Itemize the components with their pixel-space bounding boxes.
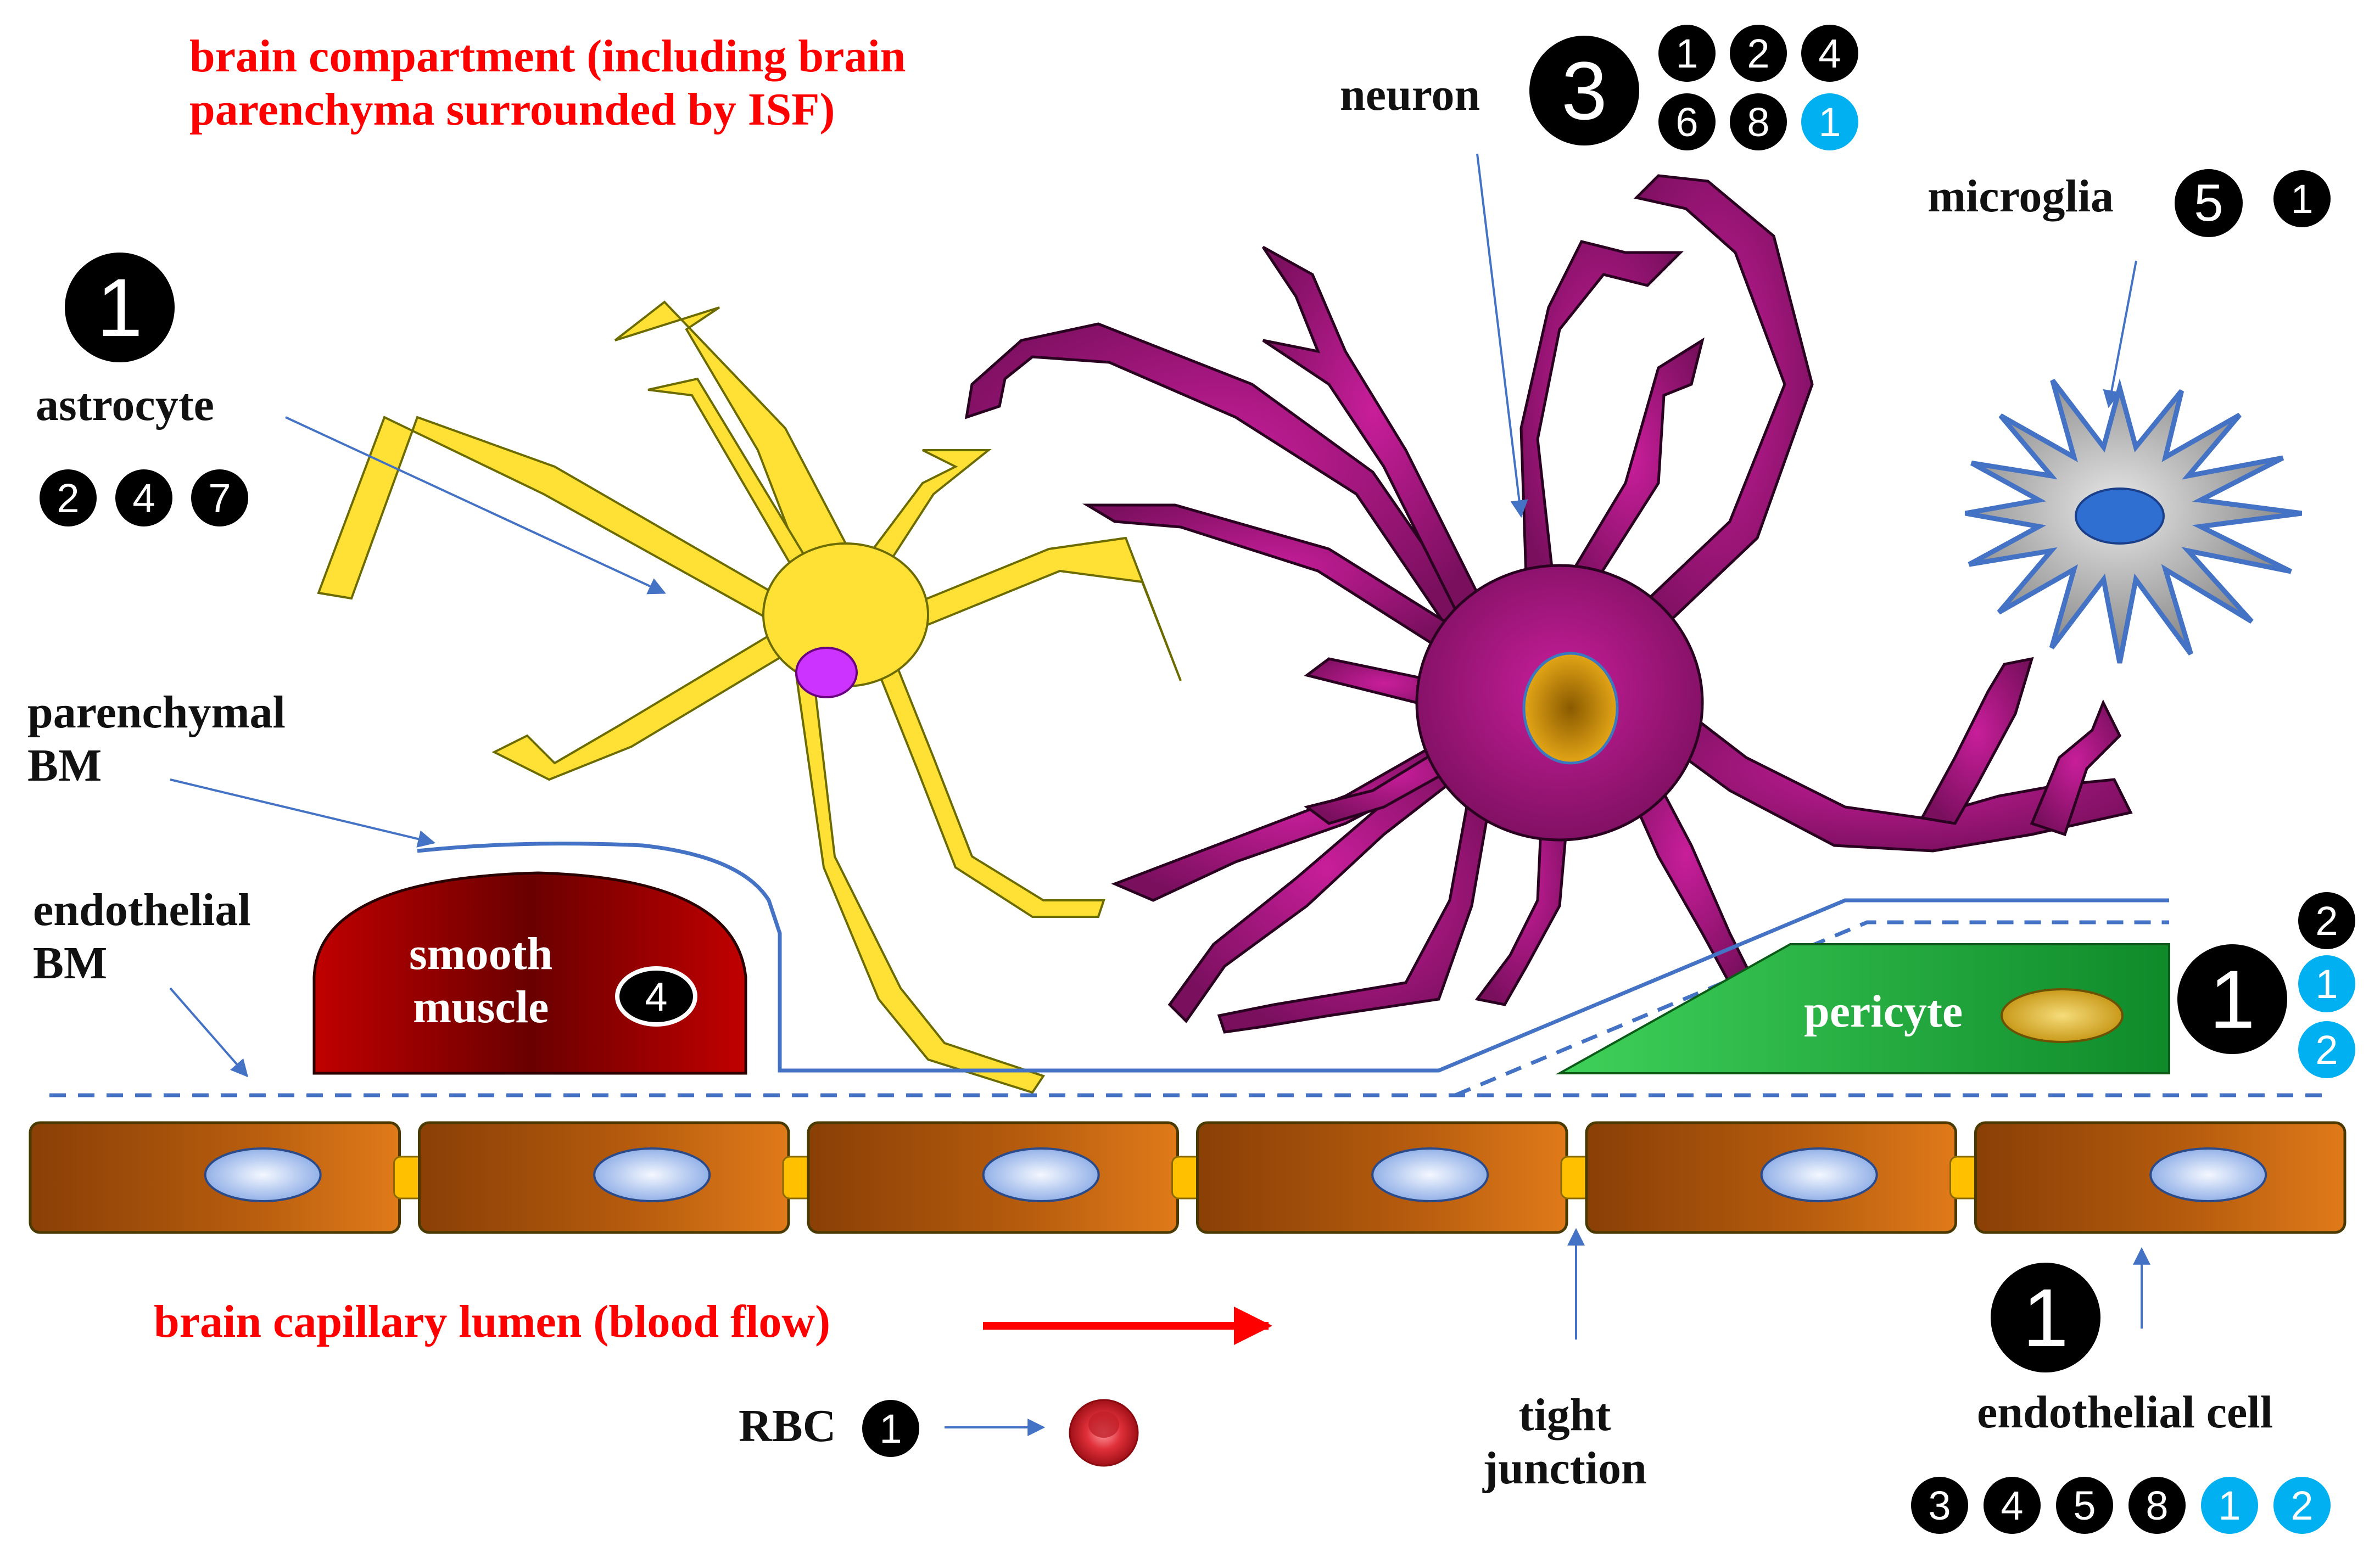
endothelial-badge: 4	[1984, 1477, 2041, 1534]
neuron-arrow	[1476, 153, 1528, 518]
microglia-arrow	[2103, 260, 2137, 408]
astrocyte-badge: 4	[115, 469, 172, 526]
pericyte-label: pericyte	[1804, 986, 1963, 1037]
endothelial-bm-arrow	[169, 987, 249, 1078]
astrocyte-badge: 7	[191, 469, 248, 526]
rbc-badge: 1	[862, 1400, 919, 1457]
microglia	[1964, 378, 2302, 664]
neuron-badge: 1	[1658, 25, 1716, 82]
neuron-main-badge: 3	[1529, 36, 1639, 145]
neuron-badge: 2	[1730, 25, 1787, 82]
endothelial-badge: 5	[2056, 1477, 2113, 1534]
endothelial-nucleus	[1371, 1147, 1489, 1202]
astrocyte	[317, 300, 1182, 1094]
endothelial-layer	[29, 1121, 2347, 1234]
rbc-cell	[1069, 1399, 1139, 1467]
neuron-label: neuron	[1340, 69, 1480, 120]
endothelial-nucleus	[1760, 1147, 1878, 1202]
rbc-label: RBC	[739, 1400, 836, 1452]
neuron-badge: 4	[1801, 25, 1858, 82]
astrocyte-label: astrocyte	[36, 379, 214, 430]
endothelial-cell-label: endothelial cell	[1977, 1387, 2273, 1438]
pericyte-badge: 2	[2298, 892, 2355, 949]
endothelial-main-badge: 1	[1991, 1263, 2100, 1372]
astrocyte-main-badge: 1	[65, 253, 175, 362]
astrocyte-arrow	[285, 416, 666, 595]
neuron	[964, 174, 2133, 1034]
pericyte-blue-badge: 1	[2298, 955, 2355, 1012]
parenchymal-bm-arrow	[170, 778, 436, 848]
pericyte-bm-dashed	[1454, 920, 2169, 1097]
tight-junction-label: tight junction	[1483, 1389, 1647, 1494]
smooth-muscle-label: smooth muscle	[409, 928, 553, 1033]
pointer-arrows	[169, 153, 2150, 1436]
endothelial-nucleus	[204, 1147, 322, 1202]
neuron-badge: 6	[1658, 93, 1716, 150]
parenchymal-bm-label: parenchymal BM	[27, 687, 286, 791]
endothelial-badge: 8	[2128, 1477, 2186, 1534]
neuron-badge: 8	[1730, 93, 1787, 150]
neuron-blue-badge: 1	[1801, 93, 1858, 150]
microglia-badge: 1	[2273, 170, 2331, 227]
endothelial-bm-label: endothelial BM	[33, 884, 251, 989]
microglia-main-badge: 5	[2175, 169, 2243, 237]
endothelial-nucleus	[982, 1147, 1100, 1202]
pericyte-nucleus	[2001, 988, 2124, 1043]
basement-membranes	[49, 842, 2328, 1097]
endothelial-badge: 3	[1911, 1477, 1968, 1534]
pericyte-blue-badge: 2	[2298, 1021, 2355, 1078]
astrocyte-badge: 2	[40, 469, 97, 526]
endothelial-blue-badge: 1	[2201, 1477, 2258, 1534]
endothelial-nucleus	[2149, 1147, 2267, 1202]
pericyte-cell	[1555, 943, 2170, 1074]
pericyte-main-badge: 1	[2177, 944, 2287, 1054]
microglia-label: microglia	[1928, 171, 2114, 222]
parenchymal-bm-line	[417, 842, 2169, 1073]
brain-compartment-label: brain compartment (including brain paren…	[189, 31, 906, 135]
endothelial-nucleus	[593, 1147, 711, 1202]
smooth-muscle-badge: 4	[615, 966, 697, 1027]
capillary-lumen-label: brain capillary lumen (blood flow)	[154, 1296, 831, 1347]
endothelial-blue-badge: 2	[2273, 1477, 2331, 1534]
